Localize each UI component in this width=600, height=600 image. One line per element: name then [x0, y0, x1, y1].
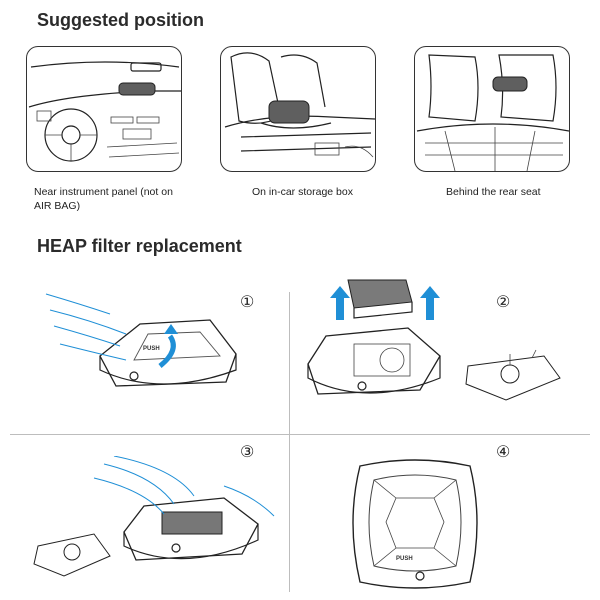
step-2-number: ②	[496, 294, 511, 311]
filter-replacement-heading: HEAP filter replacement	[37, 236, 242, 256]
step-3-illustration	[33, 456, 275, 577]
step-4-number: ④	[496, 444, 511, 461]
step-2-illustration	[307, 279, 561, 401]
push-label-step4: PUSH	[396, 556, 413, 562]
caption-rear-seat: Behind the rear seat	[446, 186, 541, 198]
caption-instrument-panel: Near instrument panel (not on AIR BAG)	[34, 186, 173, 212]
grid-divider-horizontal	[10, 434, 590, 435]
storage-box-illustration	[220, 46, 376, 172]
step-1-illustration: PUSH	[45, 293, 237, 387]
rear-seat-illustration	[414, 46, 570, 172]
grid-divider-vertical	[289, 292, 290, 592]
step-1-number: ①	[240, 294, 255, 311]
step-4-illustration: PUSH	[352, 459, 478, 589]
dashboard-illustration	[26, 46, 182, 172]
caption-storage-box: On in-car storage box	[252, 186, 353, 198]
step-3-number: ③	[240, 444, 255, 461]
suggested-position-heading: Suggested position	[37, 10, 205, 30]
push-label-step1: PUSH	[143, 346, 160, 352]
